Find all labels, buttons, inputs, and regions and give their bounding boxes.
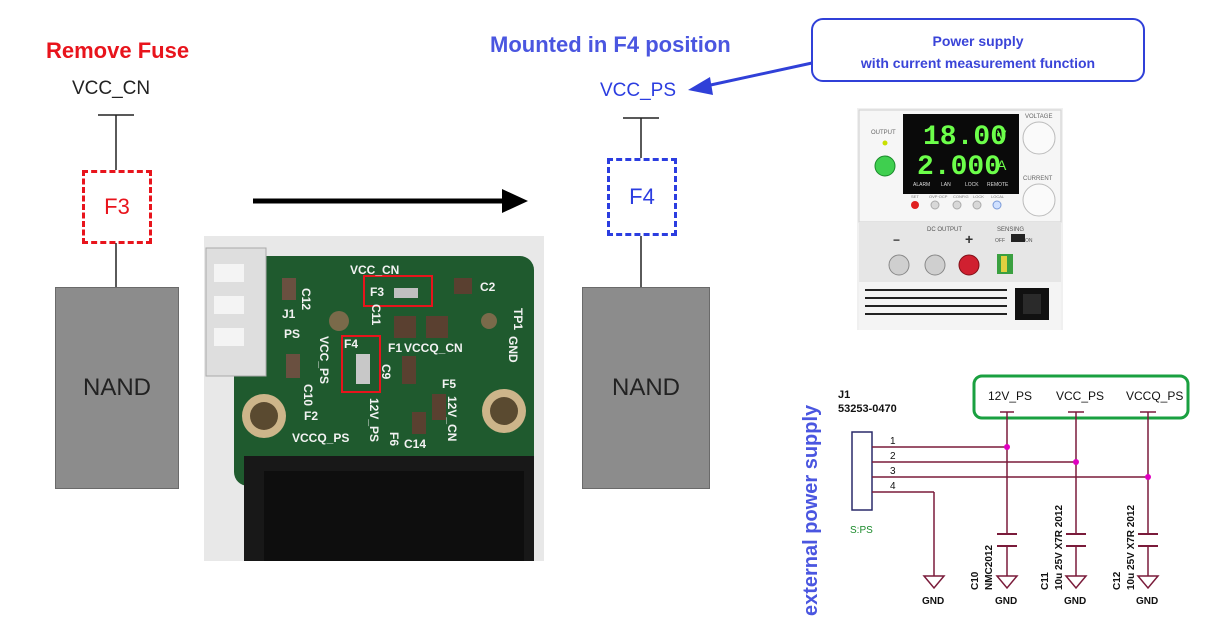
j1-name: S:PS — [850, 525, 873, 536]
j1-part: 53253-0470 — [838, 403, 897, 415]
net-vcc-ps: VCC_PS — [1056, 389, 1104, 403]
pin-3: 3 — [890, 466, 896, 477]
dc-output-label: DC OUTPUT — [927, 227, 962, 233]
gnd-label-2: GND — [995, 596, 1017, 607]
terminal-plus — [958, 254, 980, 276]
schematic: 12V_PS VCC_PS VCCQ_PS J1 53253-0470 S:PS… — [838, 374, 1190, 607]
pin-4: 4 — [890, 481, 896, 492]
pcb-label-vccq-cn: VCCQ_CN — [404, 341, 463, 355]
pcb-label-c10: C10 — [301, 384, 315, 406]
c11-value: 10u 25V X7R 2012 — [1054, 505, 1065, 590]
external-power-supply-label: external power supply — [800, 404, 822, 616]
f4-highlight — [341, 335, 381, 393]
current-knob — [1022, 183, 1056, 217]
net-vccq-ps: VCCQ_PS — [1126, 389, 1183, 403]
gnd-label-1: GND — [922, 596, 944, 607]
gnd-label-4: GND — [1136, 596, 1158, 607]
callout-line-2: with current measurement function — [860, 55, 1096, 71]
voltage-unit: V — [997, 127, 1007, 143]
pcb-label-c14: C14 — [404, 437, 426, 451]
pcb-label-c2: C2 — [480, 280, 496, 294]
remove-fuse-title: Remove Fuse — [46, 38, 190, 63]
pcb-label-vcc-cn: VCC_CN — [350, 263, 399, 277]
c10-value: NMC2012 — [984, 545, 995, 590]
callout-arrow — [705, 61, 813, 88]
vcc-ps-net-label: VCC_PS — [600, 80, 677, 101]
current-unit: A — [997, 157, 1007, 173]
minus-label: − — [893, 233, 900, 247]
c11-ref: C11 — [1040, 572, 1051, 590]
pcb-label-12v-cn: 12V_CN — [445, 396, 459, 441]
output-button — [874, 155, 896, 177]
plus-label: + — [965, 231, 973, 247]
ovp-button — [930, 200, 940, 210]
pcb-label-f4: F4 — [344, 337, 358, 351]
voltage-knob-label: VOLTAGE — [1025, 114, 1052, 120]
terminal-sense-minus — [888, 254, 910, 276]
status-lan: LAN — [941, 182, 951, 188]
c12-ref: C12 — [1112, 571, 1123, 590]
pcb-label-f2: F2 — [304, 409, 318, 423]
vcc-cn-net-label: VCC_CN — [72, 78, 151, 99]
btn-label-local: LOCAL — [991, 194, 1005, 199]
c12-value: 10u 25V X7R 2012 — [1126, 505, 1137, 590]
status-lock: LOCK — [965, 182, 979, 188]
pcb-label-j1: J1 — [282, 307, 296, 321]
j1-connector — [851, 431, 873, 511]
terminal-minus — [924, 254, 946, 276]
pcb-label-12v-ps: 12V_PS — [367, 398, 381, 442]
nand-right: NAND — [582, 287, 710, 489]
fuse-f4: F4 — [607, 158, 677, 236]
c10-ref: C10 — [970, 571, 981, 590]
sensing-off: OFF — [995, 238, 1005, 244]
mounted-f4-title: Mounted in F4 position — [490, 32, 731, 57]
pcb-label-f5: F5 — [442, 377, 456, 391]
pcb-label-f6: F6 — [387, 432, 401, 446]
output-label: OUTPUT — [871, 130, 896, 136]
current-knob-label: CURRENT — [1023, 176, 1053, 182]
net-12v-ps: 12V_PS — [988, 389, 1032, 403]
pcb-photo: VCC_CN F3 C2 TP1 GND J1 C12 PS C11 F1 VC… — [204, 236, 544, 561]
nand-left: NAND — [55, 287, 179, 489]
sensing-on: ON — [1025, 238, 1033, 244]
pcb-label-vcc-ps: VCC_PS — [317, 336, 331, 384]
btn-label-ovp: OVP·OCP — [929, 194, 948, 199]
pcb-label-f3: F3 — [370, 285, 384, 299]
voltage-knob — [1022, 121, 1056, 155]
f3-highlight — [363, 275, 433, 307]
current-reading: 2.000 — [917, 152, 1001, 183]
sensing-label: SENSING — [997, 227, 1024, 233]
gnd-label-3: GND — [1064, 596, 1086, 607]
btn-label-lock: LOCK — [973, 194, 984, 199]
set-button — [911, 201, 919, 209]
pcb-label-tp1: TP1 — [511, 308, 525, 330]
net-box — [972, 374, 1190, 420]
power-supply-callout: Power supply with current measurement fu… — [811, 18, 1145, 82]
pcb-label-f1: F1 — [388, 341, 402, 355]
power-supply-photo: 18.00 V 2.000 A ALARM LAN LOCK REMOTE OU… — [857, 108, 1063, 330]
pcb-label-gnd: GND — [506, 336, 520, 363]
voltage-reading: 18.00 — [923, 122, 1007, 153]
btn-label-config: CONFIG — [953, 194, 969, 199]
pin-2: 2 — [890, 451, 896, 462]
lock-button — [972, 200, 982, 210]
status-remote: REMOTE — [987, 182, 1009, 188]
pcb-label-c12: C12 — [299, 288, 313, 310]
j1-ref: J1 — [838, 389, 850, 401]
local-button — [992, 200, 1002, 210]
pin-1: 1 — [890, 436, 896, 447]
pcb-label-c11: C11 — [369, 304, 383, 326]
config-button — [952, 200, 962, 210]
pcb-label-vccq-ps: VCCQ_PS — [292, 431, 349, 445]
pcb-label-ps: PS — [284, 327, 300, 341]
fuse-f3: F3 — [82, 170, 152, 244]
btn-label-set: SET — [911, 194, 919, 199]
callout-line-1: Power supply — [932, 33, 1024, 49]
status-alarm: ALARM — [913, 182, 930, 188]
pcb-label-c9: C9 — [379, 364, 393, 380]
